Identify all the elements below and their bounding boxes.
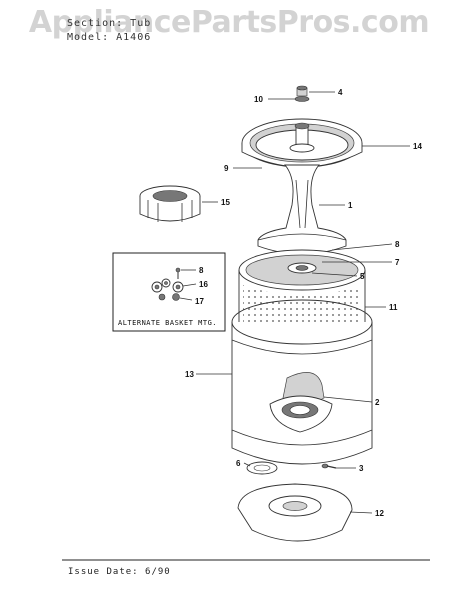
issue-date: Issue Date: 6/90 bbox=[68, 567, 171, 577]
callout-17: 17 bbox=[195, 297, 204, 306]
spindle-nut[interactable] bbox=[296, 85, 308, 97]
callout-16: 16 bbox=[199, 280, 208, 289]
fabric-softener-dispenser[interactable] bbox=[139, 185, 201, 222]
inset-screw[interactable] bbox=[175, 267, 181, 279]
tub-drain-hose-adapter[interactable] bbox=[269, 372, 333, 433]
inset-caption: ALTERNATE BASKET MTG. bbox=[118, 319, 217, 327]
callout-9: 9 bbox=[224, 164, 229, 173]
callout-2: 2 bbox=[375, 398, 380, 407]
leader-lines bbox=[179, 91, 410, 514]
callout-8: 8 bbox=[395, 240, 400, 249]
callout-3: 3 bbox=[359, 464, 364, 473]
callout-5: 5 bbox=[360, 272, 365, 281]
callout-12: 12 bbox=[375, 509, 384, 518]
callout-numbers: 4 10 14 9 1 15 8 7 5 11 13 2 6 3 12 8 16… bbox=[185, 88, 422, 518]
inset-washers[interactable] bbox=[151, 278, 184, 301]
tub-support-base[interactable] bbox=[237, 483, 353, 542]
callout-4: 4 bbox=[338, 88, 343, 97]
callout-13: 13 bbox=[185, 370, 194, 379]
section-label: Section: Tub bbox=[67, 18, 152, 29]
callout-1: 1 bbox=[348, 201, 353, 210]
alternate-basket-mounting-inset: ALTERNATE BASKET MTG. bbox=[112, 252, 226, 332]
callout-8-inset: 8 bbox=[199, 266, 204, 275]
model-label: Model: A1406 bbox=[67, 32, 152, 43]
agitator-shaft[interactable] bbox=[289, 122, 315, 153]
watermark: AppliancePartsPros.com bbox=[28, 5, 430, 40]
callout-6: 6 bbox=[236, 459, 241, 468]
tub-gasket-ring[interactable] bbox=[246, 461, 278, 475]
callout-11: 11 bbox=[389, 303, 398, 312]
agitator[interactable] bbox=[257, 164, 347, 255]
callout-15: 15 bbox=[221, 198, 230, 207]
seal-washer[interactable] bbox=[294, 96, 310, 102]
callout-7: 7 bbox=[395, 258, 400, 267]
tub-clamp-screw[interactable] bbox=[321, 463, 337, 469]
callout-14: 14 bbox=[413, 142, 422, 151]
callout-10: 10 bbox=[254, 95, 263, 104]
